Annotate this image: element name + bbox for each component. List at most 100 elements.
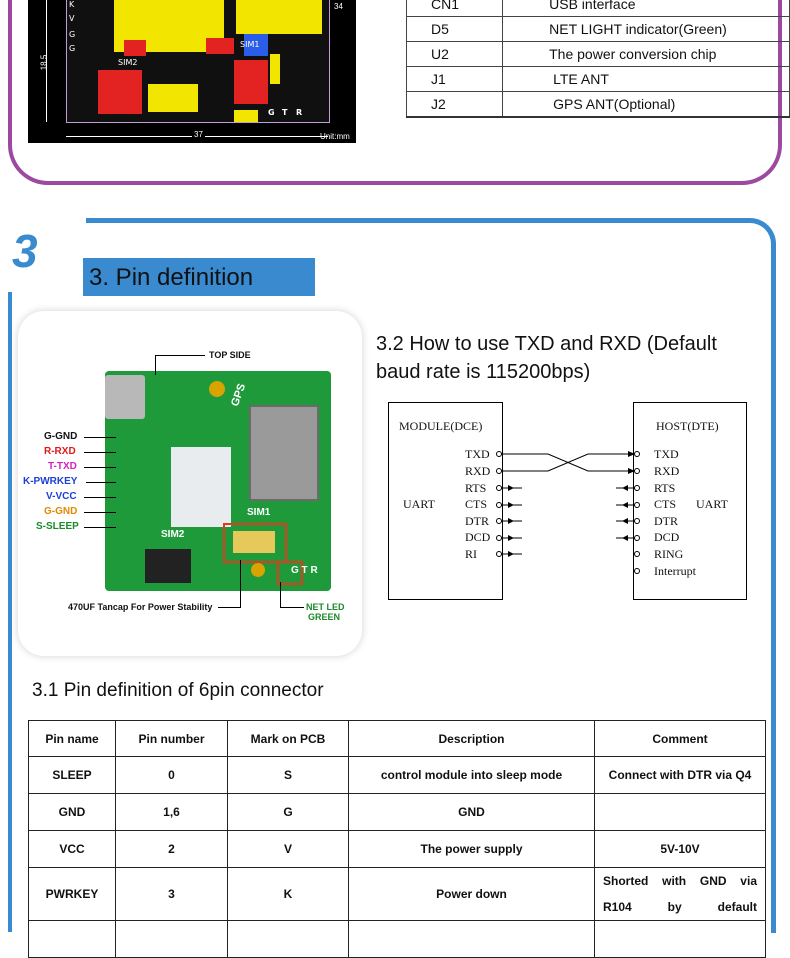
column-header: Comment xyxy=(594,720,766,757)
dimension-line-vertical xyxy=(46,0,47,122)
usb-connector xyxy=(105,375,145,419)
pcb-label-r: R xyxy=(296,108,303,117)
pin-label-v-vcc: V-VCC xyxy=(46,491,77,502)
dimension-width: 37 xyxy=(192,130,205,139)
tantalum-capacitor-highlight xyxy=(223,523,287,563)
component-ref: D5 xyxy=(405,16,504,42)
table-cell: S xyxy=(227,756,349,794)
pcb-chip xyxy=(244,34,268,56)
table-row: SLEEP 0 S control module into sleep mode… xyxy=(28,756,766,794)
table-cell xyxy=(227,920,349,958)
section-number: 3 xyxy=(12,225,38,277)
pin-leader xyxy=(84,437,116,438)
pin-leader xyxy=(84,452,116,453)
table-cell xyxy=(594,920,766,958)
uart-wiring xyxy=(496,451,640,574)
pin-label-g-gnd: G-GND xyxy=(44,431,78,442)
module-pin: RXD xyxy=(465,464,491,478)
table-cell: Power down xyxy=(348,867,595,921)
table-cell: 3 xyxy=(115,867,228,921)
component-desc: NET LIGHT indicator(Green) xyxy=(502,16,790,42)
sim-card-slot xyxy=(249,405,319,501)
module-pin: DCD xyxy=(465,530,491,544)
net-led-highlight xyxy=(277,561,303,585)
component-ref: J1 xyxy=(405,66,504,92)
component-ref: CN1 xyxy=(405,0,504,17)
pin-label-s-sleep: S-SLEEP xyxy=(36,521,79,532)
host-dte-box: HOST(DTE) UART TXD RXD RTS CTS DTR DCD R… xyxy=(633,402,747,600)
pin-definition-table: Pin name Pin number Mark on PCB Descript… xyxy=(28,720,766,958)
module-uart-label: UART xyxy=(403,497,435,511)
pcb-chip xyxy=(98,70,142,114)
pcb-label-sim2: SIM2 xyxy=(118,58,138,67)
module-pin: RI xyxy=(465,547,477,561)
component-desc: USB interface xyxy=(502,0,790,17)
host-pin: DTR xyxy=(654,514,678,528)
table-cell xyxy=(115,920,228,958)
component-ref: U2 xyxy=(405,41,504,67)
capacitor-leader xyxy=(218,607,240,608)
capacitor-note: 470UF Tancap For Power Stability xyxy=(68,602,213,612)
table-row-partial xyxy=(28,920,766,958)
table-cell: Connect with DTR via Q4 xyxy=(594,756,766,794)
host-pin: TXD xyxy=(654,447,679,461)
module-pin: DTR xyxy=(465,514,489,528)
pin-leader xyxy=(84,497,116,498)
table-cell: 2 xyxy=(115,830,228,868)
top-side-label: TOP SIDE xyxy=(209,350,251,360)
pcb-component xyxy=(270,54,280,84)
table-cell xyxy=(28,920,116,958)
pin-table-title: 3.1 Pin definition of 6pin connector xyxy=(32,680,324,701)
host-pin: Interrupt xyxy=(654,564,696,578)
host-pin: RTS xyxy=(654,481,676,495)
pcb-dimension-image: K V G G SIM1 SIM2 G T R 18.5 37 34 Unit:… xyxy=(28,0,356,143)
lte-antenna-connector xyxy=(251,563,265,577)
component-desc: LTE ANT xyxy=(502,66,790,92)
table-cell: G xyxy=(227,793,349,831)
net-led-leader xyxy=(280,607,304,608)
section-title: 3. Pin definition xyxy=(83,258,315,296)
host-pin: CTS xyxy=(654,497,677,511)
component-desc: The power conversion chip xyxy=(502,41,790,67)
dimension-height: 18.5 xyxy=(39,54,49,71)
host-uart-label: UART xyxy=(696,497,728,511)
host-dte-label: HOST(DTE) xyxy=(656,419,719,433)
table-cell xyxy=(348,920,595,958)
gps-label: GPS xyxy=(229,382,249,408)
host-pin: RXD xyxy=(654,464,680,478)
pcb-pin-v: V xyxy=(69,14,75,23)
uart-usage-title: 3.2 How to use TXD and RXD (Default baud… xyxy=(376,333,717,383)
tantalum-capacitor xyxy=(233,531,275,553)
section-3-frame-top xyxy=(86,218,776,244)
sim2-label: SIM2 xyxy=(161,529,185,540)
pcb-capacitor xyxy=(148,84,198,112)
unit-label: Unit:mm xyxy=(320,132,350,141)
table-cell: GND xyxy=(348,793,595,831)
table-cell: control module into sleep mode xyxy=(348,756,595,794)
pcb-pin-k: K xyxy=(69,0,75,9)
host-pin: DCD xyxy=(654,530,680,544)
pcb-label-g: G xyxy=(268,108,275,117)
module-pin: CTS xyxy=(465,497,488,511)
pcb-component xyxy=(234,110,258,122)
pin-label-r-rxd: R-RXD xyxy=(44,446,76,457)
lte-module xyxy=(171,447,231,527)
table-row: GND 1,6 G GND xyxy=(28,793,766,831)
component-desc: GPS ANT(Optional) xyxy=(502,91,790,118)
net-led-leader-v xyxy=(280,582,281,608)
component-ref: J2 xyxy=(405,91,504,118)
pin-label-t-txd: T-TXD xyxy=(48,461,77,472)
table-cell: VCC xyxy=(28,830,116,868)
sim1-label: SIM1 xyxy=(247,507,271,518)
table-cell: Shorted with GND via R104 by default xyxy=(594,867,766,921)
table-row: VCC 2 V The power supply 5V-10V xyxy=(28,830,766,868)
column-header: Mark on PCB xyxy=(227,720,349,757)
section-3-frame-left xyxy=(8,292,12,932)
pcb-pad xyxy=(206,38,234,54)
host-pin: RING xyxy=(654,547,684,561)
section-3-frame-right xyxy=(771,243,776,933)
